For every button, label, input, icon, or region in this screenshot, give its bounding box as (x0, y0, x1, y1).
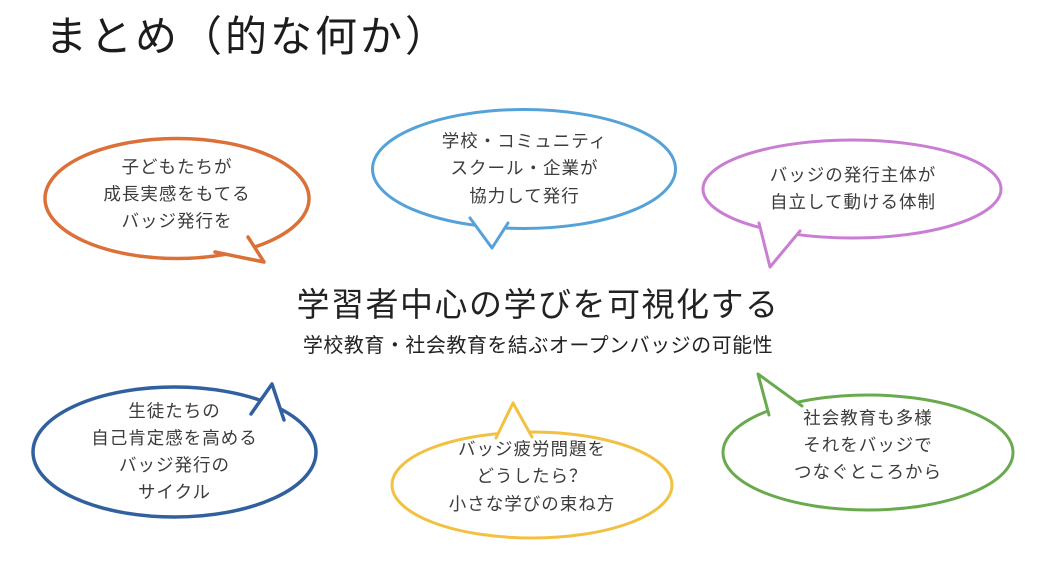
speech-bubble-navy-shape (31, 382, 318, 519)
bubble-tail (494, 401, 534, 440)
bubble-tail (249, 382, 286, 422)
speech-bubble-yellow-text: バッジ疲労問題を どうしたら？ 小さな学びの束ね方 (448, 439, 616, 514)
center-heading: 学習者中心の学びを可視化する (296, 286, 780, 323)
speech-bubble-yellow: バッジ疲労問題を どうしたら？ 小さな学びの束ね方 (390, 400, 680, 542)
bubble-ellipse (390, 430, 674, 540)
bubble-ellipse (371, 108, 677, 230)
center-subheading: 学校教育・社会教育を結ぶオープンバッジの可能性 (302, 334, 774, 357)
speech-bubble-blue: 学校・コミュニティ スクール・企業が 協力して発行 (371, 108, 681, 256)
bubble-tail (213, 235, 266, 264)
speech-bubble-orange-text: 子どもたちが 成長実感をもてる バッジ発行を (103, 156, 251, 232)
speech-bubble-green: 社会教育も多様 それをバッジで つなぐところから (721, 368, 1022, 518)
speech-bubble-purple-shape (701, 138, 1003, 269)
bubble-tail (468, 216, 510, 250)
center-message: 学習者中心の学びを可視化する 学校教育・社会教育を結ぶオープンバッジの可能性 (258, 286, 818, 358)
speech-bubble-green-shape (721, 372, 1015, 512)
speech-bubble-green-text: 社会教育も多様 それをバッジで つなぐところから (794, 407, 942, 483)
bubble-ellipse (701, 138, 1003, 240)
slide-title: まとめ（的な何か） (45, 13, 451, 60)
bubble-ellipse (43, 136, 311, 261)
bubble-ellipse (721, 393, 1015, 512)
speech-bubble-purple-text: バッジの発行主体が 自立して動ける体制 (769, 164, 937, 212)
speech-bubble-purple: バッジの発行主体が 自立して動ける体制 (701, 138, 1007, 271)
speech-bubble-orange: 子どもたちが 成長実感をもてる バッジ発行を (43, 136, 313, 269)
speech-bubble-blue-text: 学校・コミュニティ スクール・企業が 協力して発行 (441, 131, 608, 206)
speech-bubble-blue-shape (371, 108, 677, 250)
speech-bubble-navy-text: 生徒たちの 自己肯定感を高める バッジ発行の サイクル (91, 400, 258, 503)
speech-bubble-orange-shape (43, 136, 311, 264)
bubble-ellipse (31, 385, 318, 519)
bubble-tail (756, 372, 804, 417)
speech-bubble-navy: 生徒たちの 自己肯定感を高める バッジ発行の サイクル (31, 378, 321, 524)
bubble-tail (757, 221, 802, 269)
speech-bubble-yellow-shape (390, 401, 674, 540)
